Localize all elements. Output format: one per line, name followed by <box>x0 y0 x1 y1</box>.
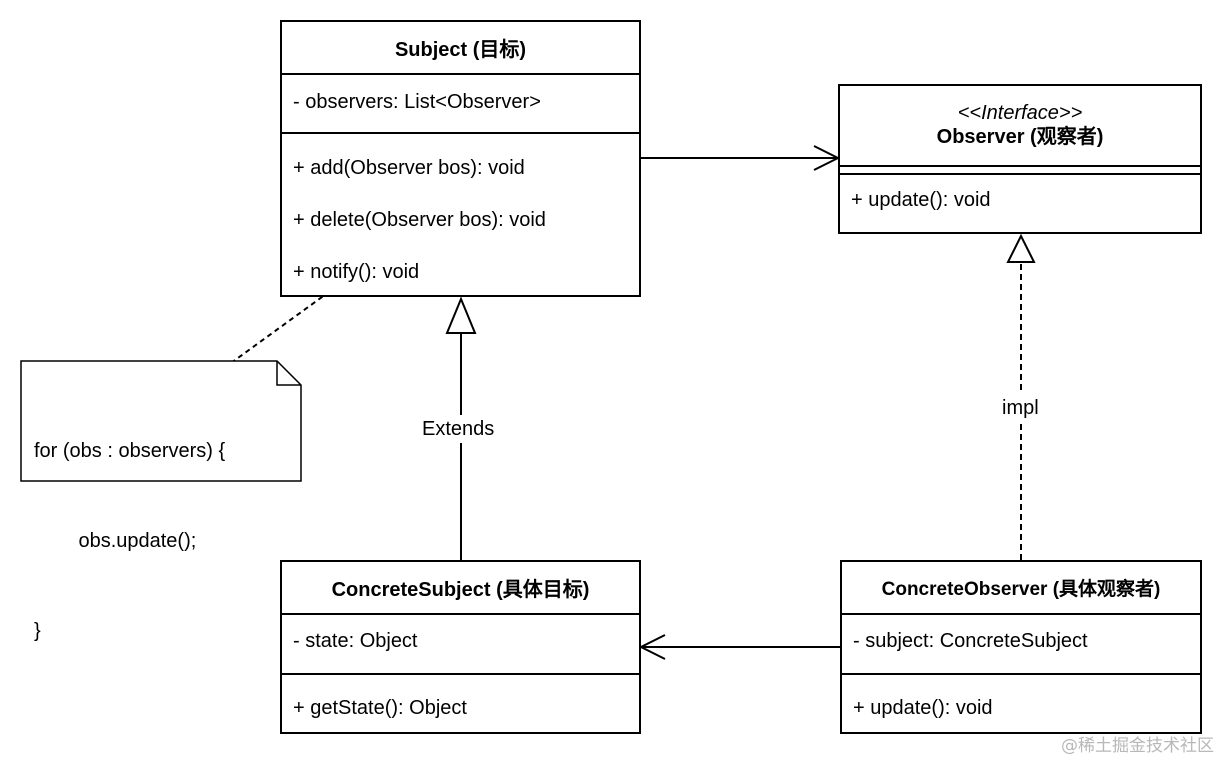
observer-stereotype: <<Interface>> <box>957 101 1083 124</box>
impl-arrowhead <box>1006 233 1036 263</box>
concrete-subject-methods: + getState(): Object <box>282 675 639 741</box>
concrete-observer-method-update: + update(): void <box>853 697 993 719</box>
note-fold <box>276 361 301 386</box>
observer-attributes-divider <box>840 165 1200 175</box>
concrete-subject-class[interactable]: ConcreteSubject (具体目标) - state: Object +… <box>280 560 641 734</box>
subject-attribute: - observers: List<Observer> <box>293 91 541 113</box>
concrete-observer-class[interactable]: ConcreteObserver (具体观察者) - subject: Conc… <box>840 560 1202 734</box>
concrete-observer-attributes: - subject: ConcreteSubject <box>842 615 1200 675</box>
concrete-observer-header: ConcreteObserver (具体观察者) <box>842 562 1200 615</box>
extends-label: Extends <box>420 415 497 443</box>
subject-method-notify: + notify(): void <box>293 261 420 283</box>
subject-methods: + add(Observer bos): void + delete(Obser… <box>282 134 639 298</box>
concrete-observer-attribute: - subject: ConcreteSubject <box>853 630 1088 652</box>
subject-title: Subject (目标) <box>394 39 527 61</box>
observer-method-update: + update(): void <box>851 189 991 211</box>
concrete-subject-attributes: - state: Object <box>282 615 639 675</box>
concrete-subject-title: ConcreteSubject (具体目标) <box>331 579 590 601</box>
concrete-observer-title: ConcreteObserver (具体观察者) <box>881 579 1161 600</box>
note-line: obs.update(); <box>34 530 197 552</box>
observer-interface[interactable]: <<Interface>> Observer (观察者) + update():… <box>838 84 1202 234</box>
concrete-observer-methods: + update(): void <box>842 675 1200 741</box>
association-observer-subject-arrowhead <box>638 634 666 660</box>
observer-header: <<Interface>> Observer (观察者) <box>840 86 1200 165</box>
note-text: for (obs : observers) { obs.update(); } <box>34 376 225 676</box>
observer-title: Observer (观察者) <box>936 125 1104 148</box>
observer-methods: + update(): void <box>840 175 1200 225</box>
subject-class[interactable]: Subject (目标) - observers: List<Observer>… <box>280 20 641 297</box>
concrete-subject-method-getstate: + getState(): Object <box>293 697 467 719</box>
impl-label: impl <box>1000 394 1041 422</box>
subject-attributes: - observers: List<Observer> <box>282 75 639 134</box>
subject-method-add: + add(Observer bos): void <box>293 157 525 179</box>
concrete-subject-attribute: - state: Object <box>293 630 418 652</box>
extends-arrowhead <box>445 296 477 334</box>
watermark: @稀土掘金技术社区 <box>1061 736 1214 756</box>
subject-method-delete: + delete(Observer bos): void <box>293 209 546 231</box>
subject-header: Subject (目标) <box>282 22 639 75</box>
note-line: for (obs : observers) { <box>34 440 226 462</box>
note-shape <box>20 360 302 482</box>
concrete-subject-header: ConcreteSubject (具体目标) <box>282 562 639 615</box>
note-line: } <box>34 620 41 642</box>
